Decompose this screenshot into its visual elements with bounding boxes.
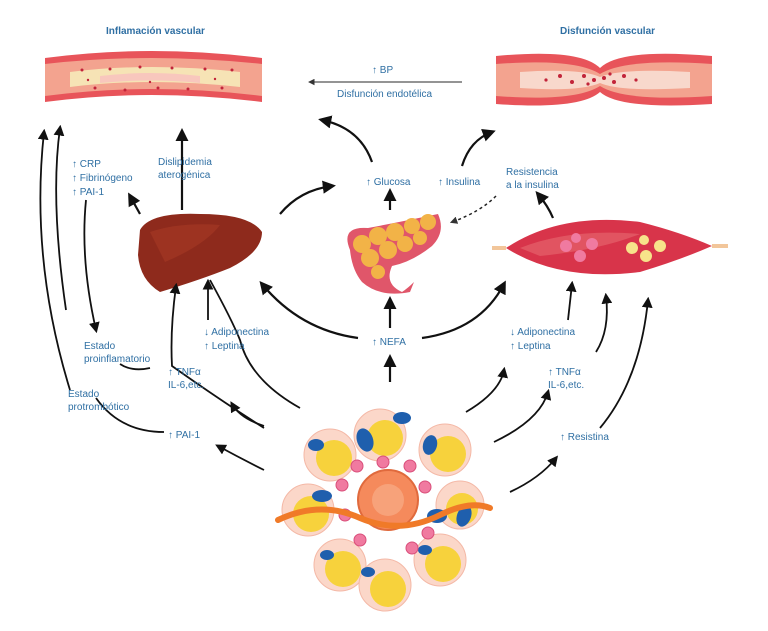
label-insulin: ↑ Insulina [438, 177, 481, 188]
label-dyslipidemia: Dislipidemia aterogénica [158, 157, 212, 181]
label-pai1-adipose: ↑ PAI-1 [168, 430, 201, 441]
narrowed-vessel [496, 53, 712, 106]
label-pai1-liver: ↑ PAI-1 [72, 187, 105, 198]
label-glucose: ↑ Glucosa [366, 177, 411, 188]
adipose-tissue-illustration [275, 408, 493, 612]
label-tnf-right: ↑ TNFα [548, 367, 581, 378]
label-il6-left: IL-6,etc. [168, 380, 205, 391]
label-tnf-left: ↑ TNFα [168, 367, 201, 378]
label-insulin-resistance: Resistencia a la insulina [506, 167, 559, 191]
label-leptin-right: ↑ Leptina [510, 341, 551, 352]
label-fibrinogen: ↑ Fibrinógeno [72, 173, 133, 184]
liver-illustration [138, 213, 262, 292]
title-vascular-inflammation: Inflamación vascular [106, 26, 205, 37]
label-adiponectin-right: ↓ Adiponectina [510, 327, 576, 338]
label-prothrombotic-state: Estado protrombótico [68, 389, 130, 413]
flow-arrows [37, 115, 653, 493]
label-il6-right: IL-6,etc. [548, 380, 585, 391]
insulin-resistance-dashed-arrow [449, 195, 497, 224]
label-crp: ↑ CRP [72, 159, 101, 170]
label-bp: ↑ BP [372, 65, 394, 76]
label-adiponectin-left: ↓ Adiponectina [204, 327, 270, 338]
label-nefa: ↑ NEFA [372, 337, 406, 348]
label-proinflammatory-state: Estado proinflamatorio [84, 341, 151, 365]
label-endothelial-dysfunction: Disfunción endotélica [337, 89, 433, 100]
label-resistin: ↑ Resistina [560, 432, 609, 443]
muscle-illustration [492, 219, 728, 275]
inflamed-vessel [45, 51, 262, 102]
pancreas-illustration [347, 214, 441, 294]
title-vascular-dysfunction: Disfunción vascular [560, 26, 656, 37]
label-leptin-left: ↑ Leptina [204, 341, 245, 352]
